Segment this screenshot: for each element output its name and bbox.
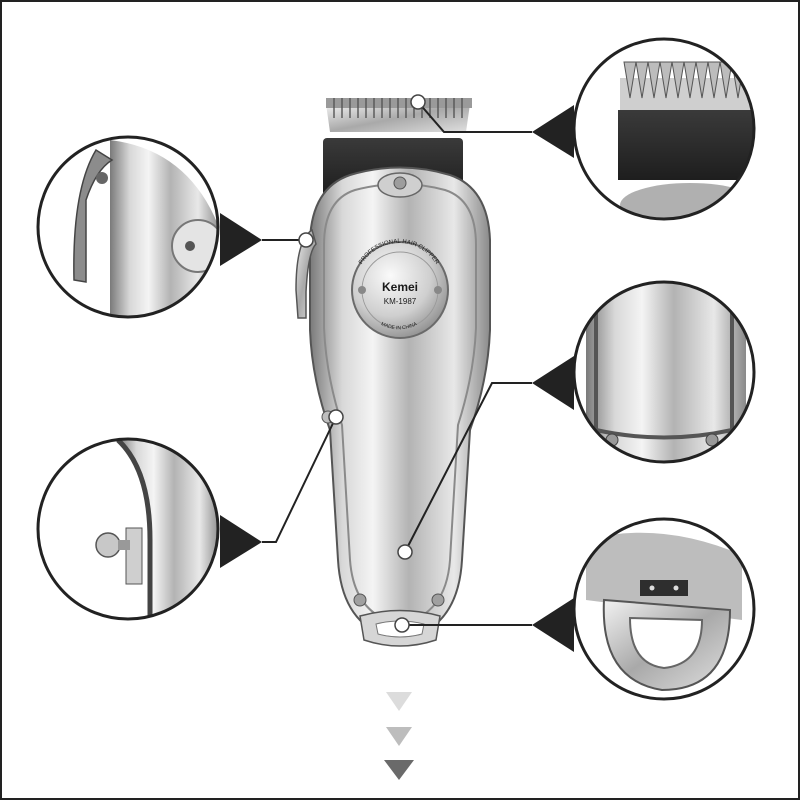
callout-line-body — [404, 382, 532, 553]
bottom-screw-left — [353, 593, 367, 607]
model-number: KM-1987 — [384, 297, 417, 306]
callout-pointers — [220, 105, 574, 652]
callout-line-blade — [417, 101, 532, 133]
badge-screw-left — [358, 286, 366, 294]
badge-screw-right — [434, 286, 442, 294]
arrow-down-icon — [386, 692, 412, 711]
clipper-body — [309, 166, 491, 642]
detail-hanging-ring — [572, 517, 756, 701]
detail-blade — [572, 37, 756, 221]
callout-line-side — [262, 416, 337, 543]
arrow-down-icon — [386, 727, 412, 746]
hair-clipper: PROFESSIONAL HAIR CLIPPER MADE IN CHINA … — [295, 98, 491, 647]
scroll-down-indicator — [384, 692, 414, 780]
brand-name: Kemei — [382, 280, 418, 294]
detail-body-bottom — [572, 280, 756, 464]
svg-text:MADE IN CHINA: MADE IN CHINA — [380, 321, 419, 331]
blade-teeth — [326, 98, 472, 108]
top-screw — [393, 176, 407, 190]
detail-power-lever — [36, 135, 220, 319]
badge-ring-bottom-text: MADE IN CHINA — [380, 321, 419, 331]
bottom-screw-right — [431, 593, 445, 607]
brand-badge: PROFESSIONAL HAIR CLIPPER MADE IN CHINA … — [351, 239, 449, 339]
callout-dots — [298, 94, 426, 633]
arrow-down-icon — [384, 760, 414, 780]
detail-side-button — [36, 437, 220, 621]
